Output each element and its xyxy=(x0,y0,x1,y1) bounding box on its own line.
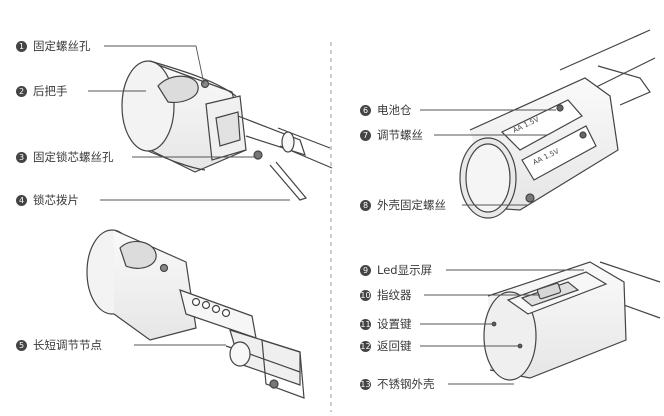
callout-number-badge: 3 xyxy=(16,152,27,163)
callout-number-badge: 13 xyxy=(360,379,371,390)
callout-number-badge: 10 xyxy=(360,290,371,301)
callout-number-badge: 6 xyxy=(360,105,371,116)
adjustable-handle-drawing xyxy=(86,229,305,399)
callout-number-badge: 12 xyxy=(360,341,371,352)
leader-lines xyxy=(88,45,584,385)
callout-number-badge: 5 xyxy=(16,340,27,351)
battery-compartment-drawing xyxy=(459,29,656,219)
callout-number-badge: 8 xyxy=(360,200,371,211)
callout-number-badge: 9 xyxy=(360,265,371,276)
front-handle-drawing xyxy=(483,261,661,381)
callout-number-badge: 4 xyxy=(16,195,27,206)
callout-number-badge: 2 xyxy=(16,86,27,97)
callout-number-badge: 1 xyxy=(16,41,27,52)
callout-number-badge: 11 xyxy=(360,319,371,330)
rear-handle-drawing xyxy=(121,60,333,201)
callout-number-badge: 7 xyxy=(360,130,371,141)
